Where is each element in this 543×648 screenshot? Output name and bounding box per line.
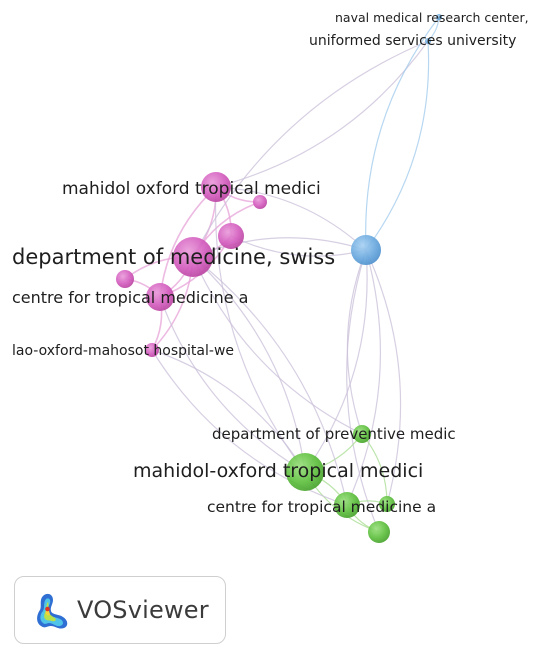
label-naval-medical[interactable]: naval medical research center, (335, 10, 529, 25)
label-centre-tropical-green[interactable]: centre for tropical medicine a (207, 498, 436, 516)
link-blue-hub-to-mahidol-oxford-green (304, 249, 368, 473)
link-lao-oxford-mahosot-to-centre-tropical-green (151, 349, 348, 506)
link-mahidol-oxford-pink-to-blue-hub (215, 186, 367, 251)
label-mahidol-oxford-green[interactable]: mahidol-oxford tropical medici (133, 460, 423, 482)
link-mahidol-oxford-green-to-department-medicine-swiss (192, 256, 306, 473)
node-pink-small-b[interactable] (253, 195, 267, 209)
node-department-medicine-swiss[interactable] (173, 237, 213, 277)
vosviewer-logo-icon (37, 593, 68, 629)
label-department-preventive[interactable]: department of preventive medic (212, 425, 456, 443)
link-blue-hub-to-uniformed-services (365, 40, 430, 251)
node-layer (116, 14, 442, 543)
link-mahidol-oxford-green-to-lao-oxford-mahosot (151, 349, 306, 473)
label-department-medicine-swiss[interactable]: department of medicine, swiss (12, 245, 335, 269)
label-centre-tropical-pink[interactable]: centre for tropical medicine a (12, 288, 248, 307)
node-green-small-a[interactable] (368, 521, 390, 543)
link-department-preventive-to-department-medicine-swiss (192, 256, 363, 435)
node-green-small-b[interactable] (379, 496, 395, 512)
link-centre-tropical-green-to-department-medicine-swiss (192, 256, 348, 506)
node-department-preventive[interactable] (353, 425, 371, 443)
node-mahidol-oxford-pink[interactable] (201, 172, 231, 202)
node-pink-small-c[interactable] (116, 270, 134, 288)
link-blue-hub-to-department-preventive (346, 249, 367, 435)
node-blue-hub[interactable] (351, 235, 381, 265)
node-pink-small-a[interactable] (218, 223, 244, 249)
label-lao-oxford-mahosot[interactable]: lao-oxford-mahosot hospital-we (12, 343, 234, 359)
node-naval-medical[interactable] (436, 14, 442, 20)
link-pink-small-a-to-blue-hub (230, 235, 367, 257)
node-mahidol-oxford-green[interactable] (286, 453, 324, 491)
link-mahidol-oxford-pink-to-uniformed-services (215, 40, 429, 188)
label-mahidol-oxford-pink[interactable]: mahidol oxford tropical medici (62, 179, 321, 199)
node-uniformed-services[interactable] (425, 38, 431, 44)
label-uniformed-services[interactable]: uniformed services university (309, 33, 516, 49)
link-layer (124, 16, 440, 533)
link-blue-hub-to-green-small-a (346, 249, 380, 533)
link-department-medicine-swiss-to-blue-hub (192, 237, 367, 258)
label-layer: mahidol oxford tropical medici department… (12, 10, 529, 516)
link-blue-hub-to-green-small-b (365, 249, 402, 505)
node-centre-tropical-pink[interactable] (146, 283, 174, 311)
link-mahidol-oxford-green-to-centre-tropical-pink (159, 296, 306, 473)
vosviewer-brand-text: VOSviewer (77, 596, 209, 624)
link-blue-hub-to-naval-medical (365, 16, 440, 251)
link-mahidol-oxford-green-to-mahidol-oxford-pink (214, 186, 306, 473)
node-centre-tropical-green[interactable] (334, 492, 360, 518)
vosviewer-badge: VOSviewer (14, 576, 226, 644)
node-lao-oxford-mahosot[interactable] (145, 343, 159, 357)
